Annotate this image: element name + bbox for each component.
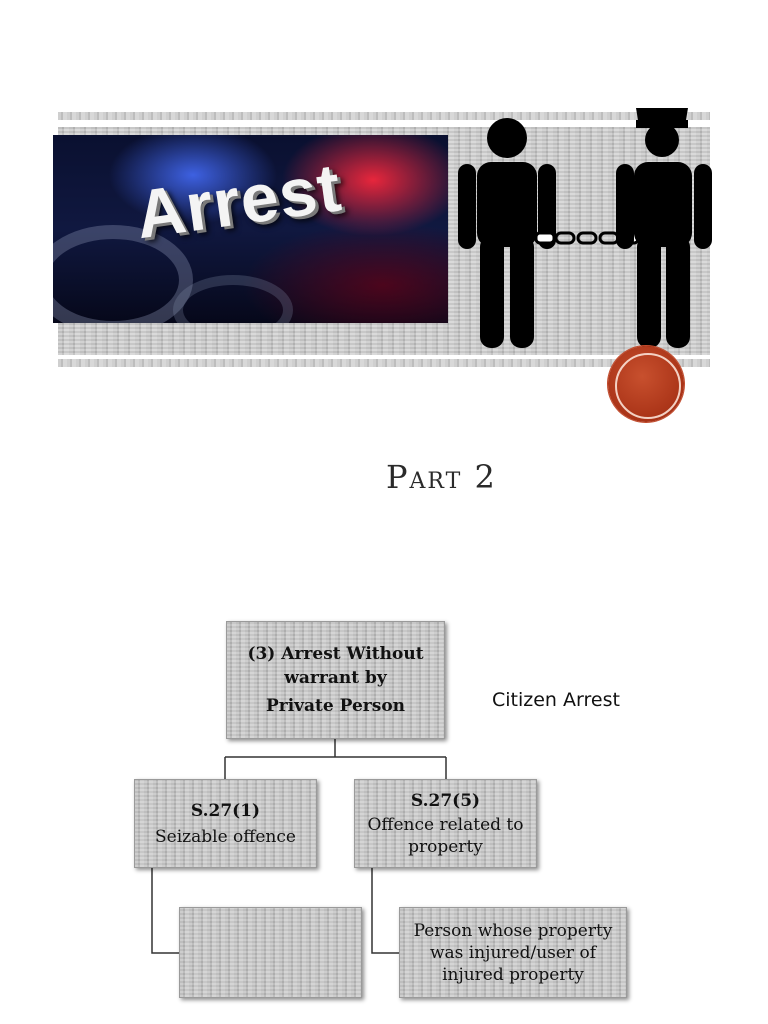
root-line-3: Private Person [265,696,406,716]
top-stripe [58,112,710,120]
root-node-box: (3) Arrest Without warrant by Private Pe… [226,621,445,739]
section-27-5-text: Offence related to property [367,814,524,857]
slide-title: Part 2 [386,458,497,496]
section-27-5-box: S.27(5) Offence related to property [354,779,537,868]
right-child-text: Person whose property was injured/user o… [413,920,613,985]
section-27-5-label: S.27(5) [410,790,481,811]
left-child-box [179,907,362,998]
banner-word: Arrest [131,149,347,254]
root-line-1: (3) Arrest Without [247,644,424,664]
bottom-stripe [58,359,710,367]
section-27-1-text: Seizable offence [155,826,296,847]
arrest-banner-image: Arrest [53,135,448,323]
section-27-1-label: S.27(1) [190,800,261,821]
arrest-figures-illustration [458,108,712,348]
handcuffs-icon [173,275,293,323]
right-child-box: Person whose property was injured/user o… [399,907,627,998]
citizen-arrest-note: Citizen Arrest [492,689,620,711]
police-officer-icon [616,108,712,348]
section-27-1-box: S.27(1) Seizable offence [134,779,317,868]
person-icon [458,118,556,348]
decorative-seal [608,346,684,422]
root-line-2: warrant by [284,668,387,688]
